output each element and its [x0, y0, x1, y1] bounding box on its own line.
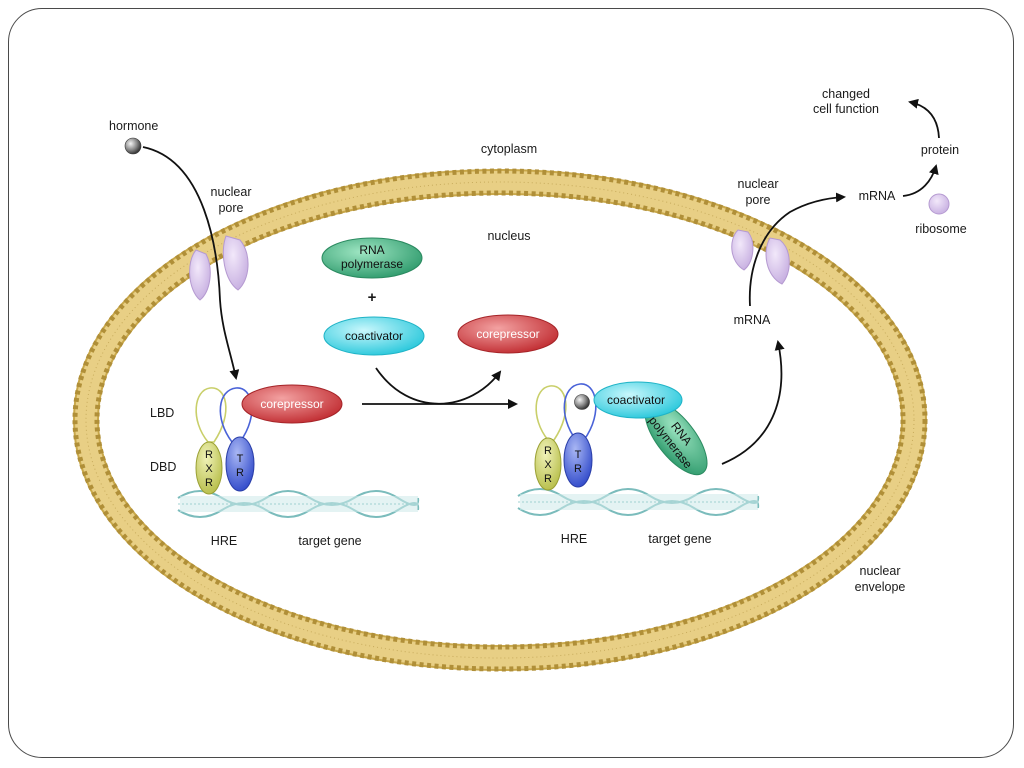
- lbd-label: LBD: [150, 406, 174, 420]
- nuclear-envelope-label-2: envelope: [855, 580, 906, 594]
- nuclear-envelope: [72, 168, 928, 672]
- nuclear-pore-right-label-1: nuclear: [738, 177, 779, 191]
- coactivator-bound-pill: coactivator: [593, 381, 683, 419]
- svg-text:RNA: RNA: [359, 243, 384, 257]
- svg-text:R: R: [236, 467, 244, 479]
- nuclear-pore-right-label-2: pore: [745, 193, 770, 207]
- bound-hormone-icon: [574, 394, 590, 410]
- ribosome-label: ribosome: [915, 222, 966, 236]
- svg-text:X: X: [544, 459, 552, 471]
- hormone-entry-arrow: [142, 146, 240, 380]
- dna-left: [177, 490, 420, 518]
- mrna-nucleus-label: mRNA: [734, 313, 771, 327]
- hormone-molecule: [124, 137, 142, 155]
- coactivator-exchange-arrow: [375, 367, 502, 405]
- mrna-to-protein-arrow: [902, 164, 939, 197]
- svg-text:corepressor: corepressor: [260, 397, 323, 411]
- mrna-cytoplasm-label: mRNA: [859, 189, 896, 203]
- hre-left-label: HRE: [211, 534, 237, 548]
- dna-right: [517, 488, 760, 516]
- mrna-export-arrow: [748, 192, 846, 307]
- svg-text:coactivator: coactivator: [607, 393, 665, 407]
- nuclear-pore-left: [189, 235, 249, 301]
- slide-frame: [8, 8, 1014, 758]
- svg-text:T: T: [575, 449, 582, 461]
- target-gene-left-label: target gene: [298, 534, 361, 548]
- transcription-arrow: [721, 340, 785, 465]
- corepressor-free-pill: corepressor: [457, 314, 559, 354]
- nucleus-label: nucleus: [487, 229, 530, 243]
- svg-text:corepressor: corepressor: [476, 327, 539, 341]
- svg-text:coactivator: coactivator: [345, 329, 403, 343]
- changed-cell-function-label-2: cell function: [813, 102, 879, 116]
- corepressor-bound-pill: corepressor: [241, 384, 343, 424]
- receptor-complex-right: R X R T R: [534, 383, 597, 491]
- target-gene-right-label: target gene: [648, 532, 711, 546]
- receptor-complex-left: R X R T R: [195, 387, 255, 495]
- svg-text:R: R: [205, 449, 213, 461]
- hormone-label: hormone: [109, 119, 158, 133]
- changed-cell-function-label-1: changed: [822, 87, 870, 101]
- svg-text:polymerase: polymerase: [341, 257, 403, 271]
- nuclear-pore-left-label-2: pore: [218, 201, 243, 215]
- svg-text:R: R: [544, 473, 552, 485]
- nuclear-pore-right: [731, 229, 790, 285]
- protein-to-function-arrow: [908, 98, 940, 139]
- nuclear-envelope-label-1: nuclear: [860, 564, 901, 578]
- rna-polymerase-pill: RNA polymerase: [321, 237, 423, 279]
- ribosome-icon: [928, 193, 950, 215]
- svg-text:X: X: [205, 463, 213, 475]
- svg-text:R: R: [574, 463, 582, 475]
- svg-text:R: R: [205, 477, 213, 489]
- protein-label: protein: [921, 143, 959, 157]
- cytoplasm-label: cytoplasm: [481, 142, 537, 156]
- nuclear-pore-left-label-1: nuclear: [211, 185, 252, 199]
- svg-text:R: R: [544, 445, 552, 457]
- svg-text:T: T: [237, 453, 244, 465]
- dbd-label: DBD: [150, 460, 176, 474]
- coactivator-pill: coactivator: [323, 316, 425, 356]
- plus-sign: +: [368, 289, 377, 306]
- hre-right-label: HRE: [561, 532, 587, 546]
